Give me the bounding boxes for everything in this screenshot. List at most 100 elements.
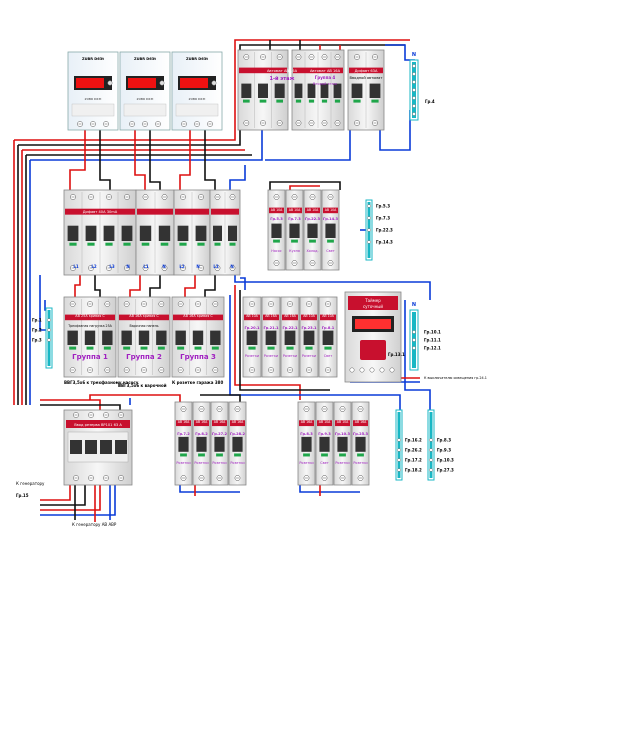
breaker-b-group: Гр.8.1 <box>322 326 335 330</box>
bus-a-tag: Гр.7.3 <box>376 216 390 221</box>
breaker-c-note: Розетки <box>230 461 244 465</box>
status-indicator <box>327 239 334 243</box>
breaker-toggle <box>192 330 204 345</box>
status-indicator <box>334 99 341 103</box>
breaker-toggle <box>175 330 186 345</box>
breaker-toggle <box>319 436 330 452</box>
breaker-d-header: AB 16A <box>355 420 367 424</box>
group-breaker-title: Группа 2 <box>126 353 162 361</box>
breaker-header-band <box>65 208 135 215</box>
dual2-header: Автомат AB 16A <box>310 69 341 73</box>
breaker-toggle <box>322 330 334 345</box>
relay-model: ZUBR D63t <box>85 97 102 101</box>
breaker-toggle <box>210 330 221 345</box>
breaker-toggle <box>301 436 312 452</box>
status-indicator <box>234 453 241 457</box>
breaker-header-band <box>230 420 245 427</box>
breaker-c <box>228 401 247 486</box>
breaker-b <box>280 296 300 378</box>
dual1-header: Автомат AB 16A <box>267 69 298 73</box>
status-indicator <box>324 346 332 350</box>
group-breaker-header: АВ 16А кривая С <box>183 314 213 318</box>
breaker-toggle <box>320 83 329 98</box>
status-indicator <box>276 99 283 103</box>
dual2-sub: Второй этаж <box>313 82 338 86</box>
breaker-b-header: AB 10A <box>303 314 315 318</box>
breaker-c-header: AB 16A <box>214 420 226 424</box>
status-indicator <box>321 99 328 103</box>
breaker-toggle <box>289 223 300 238</box>
generator-out: К генератору АВ АВР <box>72 522 117 527</box>
breaker-c-header: AB 16A <box>196 420 208 424</box>
wire-layer <box>13 39 431 522</box>
n-bus-top <box>409 59 419 121</box>
rcd-terminal-label: L1 <box>143 264 149 269</box>
gp-left-tag: Гр.2 <box>32 328 42 333</box>
status-indicator <box>157 346 165 350</box>
n-bus-right-tag: Гр.11.1 <box>424 338 441 343</box>
breaker-b <box>242 296 262 378</box>
breaker-toggle <box>139 225 152 241</box>
rcd-terminal-label: N <box>196 264 199 269</box>
rcd-module-4 <box>209 189 241 276</box>
breaker-a-note: Насос <box>271 249 282 253</box>
breaker-toggle <box>333 83 342 98</box>
breaker-d-header: AB 16A <box>301 420 313 424</box>
status-indicator <box>295 99 302 103</box>
breaker-b-group: Гр.20.1 <box>244 326 260 330</box>
breaker-header-band <box>305 207 320 214</box>
breaker-toggle <box>241 83 252 98</box>
breaker-toggle <box>178 436 189 452</box>
breaker-toggle <box>303 330 315 345</box>
breaker-b-note: Свет <box>324 354 332 358</box>
n-bus-right-side: Гр.13.1 <box>388 352 405 357</box>
breaker-c-header: AB 16A <box>232 420 244 424</box>
group-breaker <box>117 296 171 378</box>
status-indicator <box>357 453 364 457</box>
bus-c-tag: Гр.26.2 <box>405 448 422 453</box>
bus-d: Гр.8.3Гр.9.3Гр.10.3Гр.27.3 <box>427 409 454 481</box>
breaker-toggle <box>158 225 171 241</box>
breaker-c <box>210 401 229 486</box>
breaker-toggle <box>213 225 222 241</box>
breaker-b-note: Розетки <box>245 354 259 358</box>
breaker-toggle <box>121 330 132 345</box>
breaker-d-group: Гр.8.3 <box>300 432 313 436</box>
breaker-a <box>303 189 322 271</box>
breaker-b-header: AB 10A <box>246 314 258 318</box>
breaker-b-note: Розетки <box>264 354 278 358</box>
status-indicator <box>303 453 310 457</box>
generator-tag: Гр.15 <box>16 493 29 498</box>
breaker-d <box>315 401 334 486</box>
bus-d-tag: Гр.8.3 <box>437 438 451 443</box>
group-breaker-desc: Трехфазная нагрузка 25А <box>67 324 112 328</box>
top-breaker-row <box>237 49 385 131</box>
n-bus-right: Гр.10.1Гр.11.1Гр.12.1 <box>409 309 441 371</box>
breaker-toggle <box>156 330 167 345</box>
breaker-header-band <box>349 67 383 74</box>
breaker-c-group: Гр.8.2 <box>195 432 208 436</box>
group-breaker <box>63 296 117 378</box>
main-group: Вводной автомат <box>350 76 383 80</box>
breaker-toggle <box>214 436 225 452</box>
status-indicator <box>177 346 185 350</box>
breaker-a-group: Гр.7.3 <box>288 217 301 221</box>
cable-label-1: ВВГ3,5х6 к трехфазному насосу <box>64 380 139 385</box>
breaker-c-group: Гр.7.2 <box>177 432 190 436</box>
breaker-toggle <box>337 436 348 452</box>
breaker-d <box>297 401 316 486</box>
breaker-header-band <box>211 208 239 215</box>
status-indicator <box>309 239 316 243</box>
breaker-c-note: Розетки <box>212 461 226 465</box>
breaker-toggle <box>196 436 207 452</box>
breaker-toggle <box>284 330 296 345</box>
breaker-c-note: Розетки <box>176 461 190 465</box>
status-indicator <box>243 99 250 103</box>
status-indicator <box>69 346 77 350</box>
breaker-toggle <box>121 225 133 241</box>
breaker-toggle <box>138 330 150 345</box>
timer-sub: суточный <box>363 304 383 309</box>
